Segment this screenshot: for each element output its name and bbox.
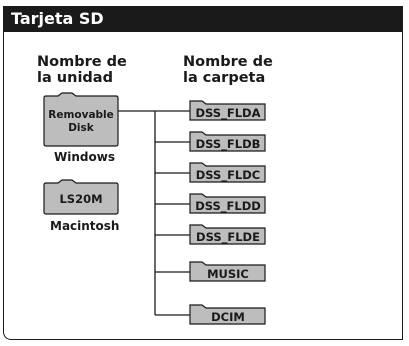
folder-dss-flda: DSS_FLDA bbox=[189, 100, 266, 121]
drive-name-ls20m: LS20M bbox=[59, 192, 102, 206]
folder-label: MUSIC bbox=[207, 267, 249, 281]
folder-label: DCIM bbox=[211, 310, 245, 324]
drive-removable-disk: Removable Disk bbox=[43, 92, 119, 147]
folder-label: DSS_FLDC bbox=[196, 168, 261, 183]
folder-label: DSS_FLDE bbox=[196, 230, 260, 245]
folder-label: DSS_FLDD bbox=[195, 199, 261, 214]
folder-label: DSS_FLDB bbox=[196, 137, 261, 152]
folder-name-header: Nombre de la carpeta bbox=[183, 54, 273, 86]
folder-dcim: DCIM bbox=[189, 304, 266, 325]
windows-label: Windows bbox=[54, 150, 115, 164]
folder-music: MUSIC bbox=[189, 261, 266, 282]
folder-dss-flde: DSS_FLDE bbox=[189, 224, 266, 245]
drive-name-header: Nombre de la unidad bbox=[37, 54, 127, 86]
folder-dss-fldb: DSS_FLDB bbox=[189, 131, 266, 152]
drive-ls20m: LS20M bbox=[43, 179, 119, 215]
macintosh-label: Macintosh bbox=[50, 219, 120, 233]
title-bar: Tarjeta SD bbox=[3, 6, 403, 32]
folder-label: DSS_FLDA bbox=[196, 106, 261, 121]
connector-lines bbox=[118, 110, 190, 316]
folder-dss-fldd: DSS_FLDD bbox=[189, 193, 266, 214]
folder-dss-fldc: DSS_FLDC bbox=[189, 162, 266, 183]
drive-name-line2: Disk bbox=[68, 122, 95, 134]
drive-name-line1: Removable bbox=[48, 109, 114, 121]
